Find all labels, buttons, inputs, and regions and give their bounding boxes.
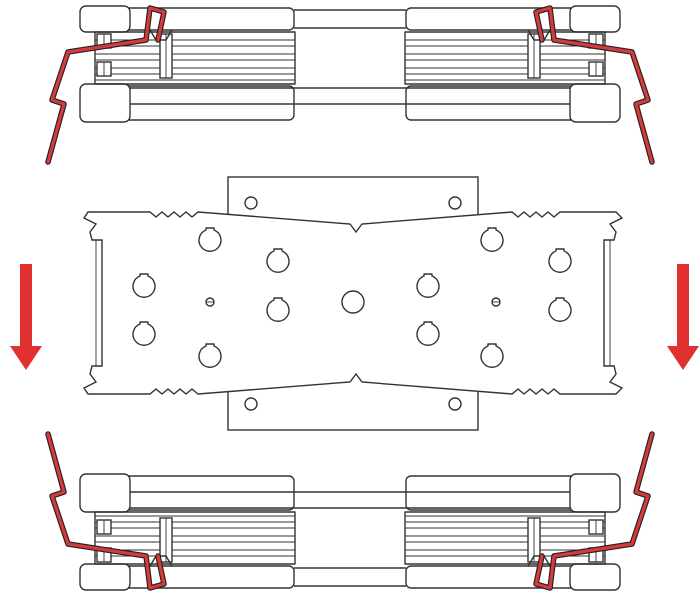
arrow-right <box>667 264 699 370</box>
keyhole-holes <box>132 227 572 368</box>
mounting-bracket <box>82 176 624 431</box>
top-clip-assembly-right <box>404 5 655 165</box>
bottom-right-clip-wire <box>533 431 655 591</box>
top-right-clip-wire <box>533 5 655 165</box>
plate-hole <box>448 397 462 411</box>
top-clip-assembly-left <box>45 5 296 165</box>
bracket-outline <box>82 211 624 395</box>
plate-hole <box>448 196 462 210</box>
plate-hole <box>244 196 258 210</box>
top-rails <box>130 9 570 105</box>
top-left-clip-wire <box>45 5 167 165</box>
bottom-left-clip-wire <box>45 431 167 591</box>
arrow-left <box>10 264 42 370</box>
bottom-rails <box>130 491 570 587</box>
center-hole <box>341 290 365 314</box>
bottom-clip-assembly-right <box>404 431 655 591</box>
plate-hole <box>244 397 258 411</box>
bottom-clip-assembly-left <box>45 431 296 591</box>
